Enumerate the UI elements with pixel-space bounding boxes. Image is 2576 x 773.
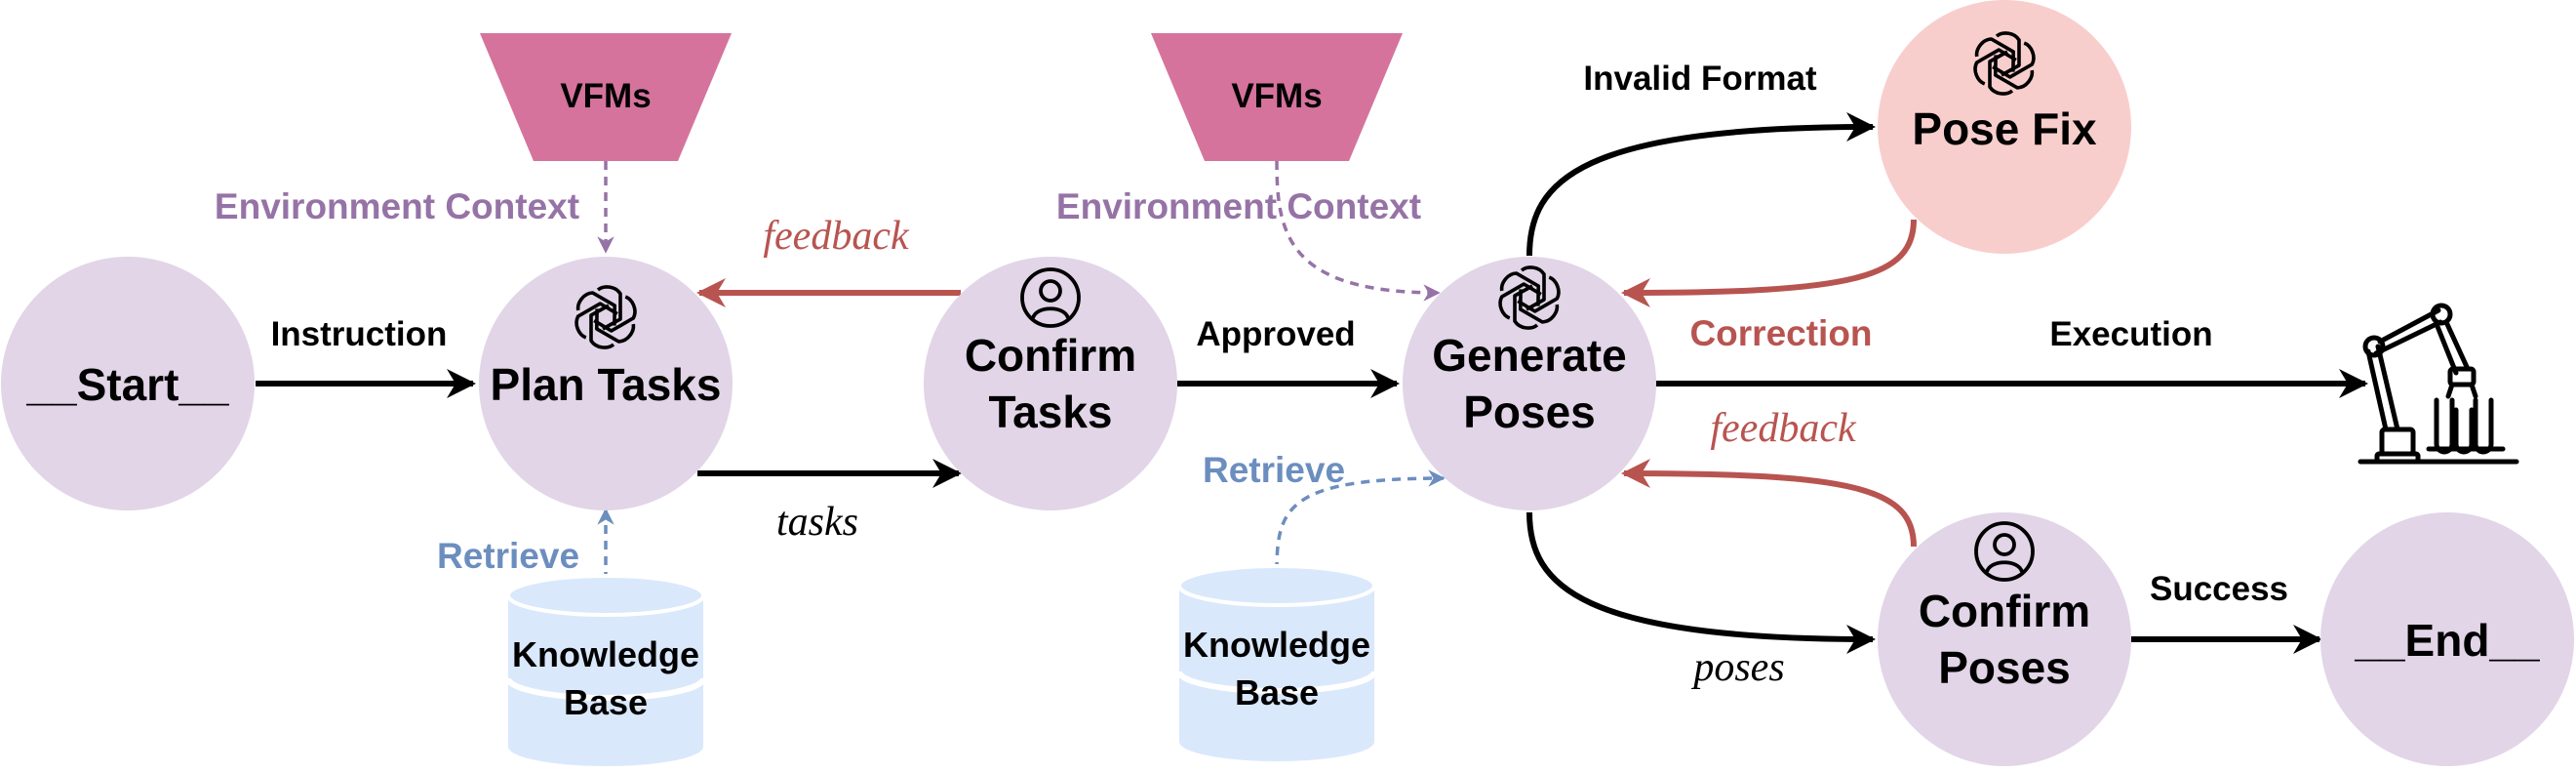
- node-confirm-poses-line1: Confirm: [1919, 586, 2090, 636]
- arrow-feedback-poses: [1621, 459, 1917, 548]
- label-retrieve-2: Retrieve: [1203, 450, 1345, 490]
- node-confirm-tasks: Confirm Tasks: [924, 257, 1177, 510]
- kb-label-line2: Base: [1235, 672, 1319, 712]
- arrow-retrieve-2: [1275, 469, 1446, 572]
- vfms-label-1: VFMs: [560, 77, 651, 115]
- robot-arm-icon: [2358, 303, 2519, 465]
- label-execution: Execution: [2049, 315, 2212, 353]
- label-environment-context-1: Environment Context: [215, 186, 579, 226]
- label-invalid-format: Invalid Format: [1583, 60, 1817, 98]
- label-correction: Correction: [1689, 313, 1872, 353]
- label-environment-context-2: Environment Context: [1056, 186, 1421, 226]
- label-feedback-poses: feedback: [1710, 406, 1857, 451]
- node-generate-poses-line2: Poses: [1463, 386, 1596, 437]
- vfms-block-2: VFMs: [1151, 33, 1403, 161]
- label-poses: poses: [1690, 645, 1784, 690]
- label-instruction: Instruction: [271, 315, 448, 353]
- node-end: __End__: [2320, 512, 2574, 766]
- kb-label-line1: Knowledge: [512, 634, 699, 674]
- knowledge-base-1: Knowledge Base: [505, 574, 706, 766]
- knowledge-base-2: Knowledge Base: [1176, 564, 1377, 761]
- kb-label-line1: Knowledge: [1183, 625, 1370, 665]
- node-pose-fix: Pose Fix: [1878, 0, 2131, 254]
- node-start-label: __Start__: [25, 359, 229, 410]
- node-plan-tasks: Plan Tasks: [479, 257, 733, 510]
- label-retrieve-1: Retrieve: [437, 536, 579, 576]
- label-success: Success: [2150, 570, 2288, 608]
- label-approved: Approved: [1196, 315, 1355, 353]
- arrow-poses: [1526, 511, 1876, 654]
- arrow-invalid-format: [1526, 112, 1876, 257]
- node-end-label: __End__: [2354, 615, 2540, 666]
- vfms-block-1: VFMs: [480, 33, 732, 161]
- label-feedback-tasks: feedback: [763, 214, 910, 259]
- node-plan-tasks-label: Plan Tasks: [491, 359, 722, 410]
- node-start: __Start__: [1, 257, 255, 510]
- label-tasks: tasks: [776, 500, 858, 545]
- node-generate-poses: Generate Poses: [1403, 257, 1656, 510]
- kb-label-line2: Base: [564, 682, 648, 722]
- vfms-label-2: VFMs: [1231, 77, 1322, 115]
- node-confirm-tasks-line1: Confirm: [965, 330, 1136, 381]
- node-confirm-poses: Confirm Poses: [1878, 512, 2131, 766]
- node-generate-poses-line1: Generate: [1432, 330, 1626, 381]
- node-pose-fix-label: Pose Fix: [1912, 103, 2097, 154]
- arrow-correction: [1621, 219, 1917, 307]
- arrow-vfm-context-2: [1275, 160, 1441, 302]
- node-confirm-poses-line2: Poses: [1938, 642, 2071, 693]
- node-confirm-tasks-line2: Tasks: [988, 386, 1112, 437]
